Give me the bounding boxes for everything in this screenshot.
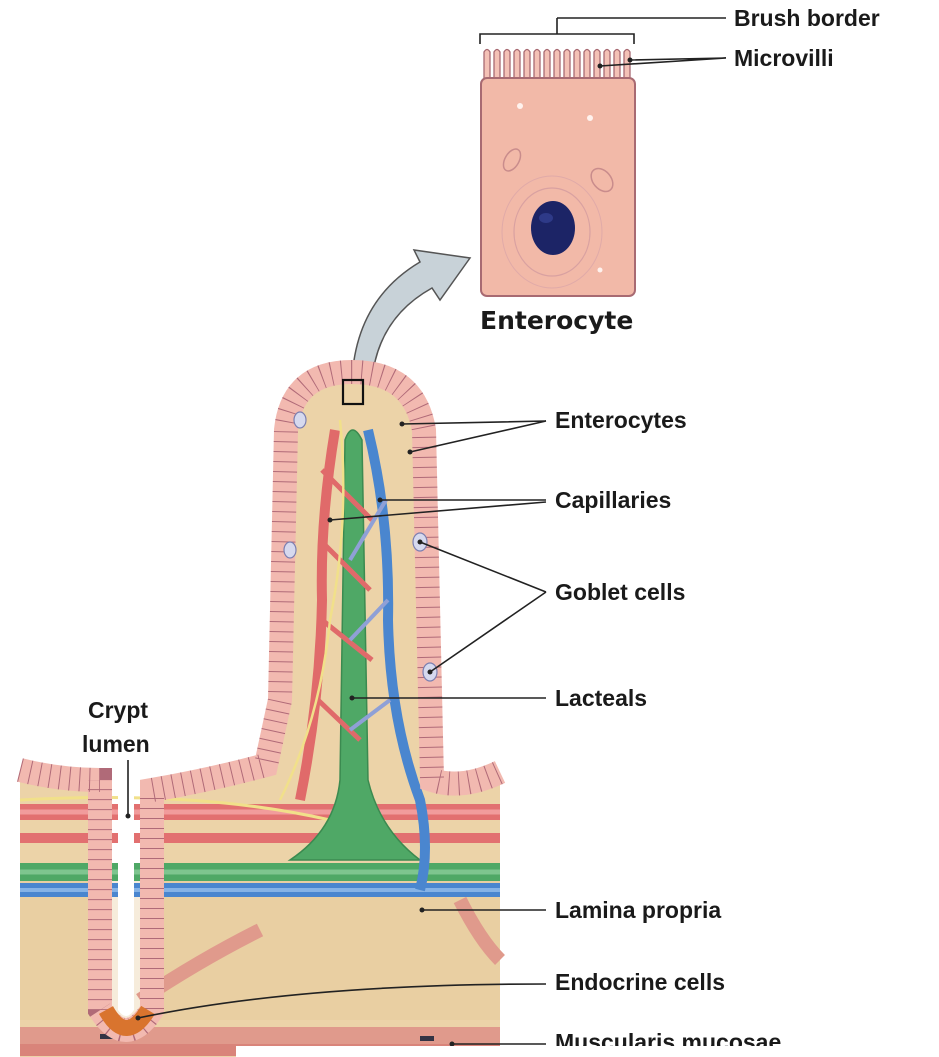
lacteals-label: Lacteals — [555, 685, 647, 711]
enterocyte-title: Enterocyte — [480, 306, 633, 335]
goblet-cells-label: Goblet cells — [555, 579, 685, 605]
bottom-mask — [236, 1046, 939, 1057]
endocrine-cells-label: Endocrine cells — [555, 969, 725, 995]
brush-border-bracket — [480, 18, 634, 44]
capillaries-label: Capillaries — [555, 487, 671, 513]
brush-border-label: Brush border — [734, 5, 880, 31]
crypt-lumen — [118, 790, 134, 1016]
enterocyte-detail — [480, 18, 635, 296]
crypt-lumen-label-line2: lumen — [82, 731, 150, 757]
microvilli-label: Microvilli — [734, 45, 834, 71]
lamina-propria-label: Lamina propria — [555, 897, 721, 923]
zoom-arrow — [352, 250, 470, 380]
nucleus — [531, 201, 575, 255]
crypt-lumen-label-line1: Crypt — [88, 697, 148, 723]
enterocytes-label: Enterocytes — [555, 407, 687, 433]
